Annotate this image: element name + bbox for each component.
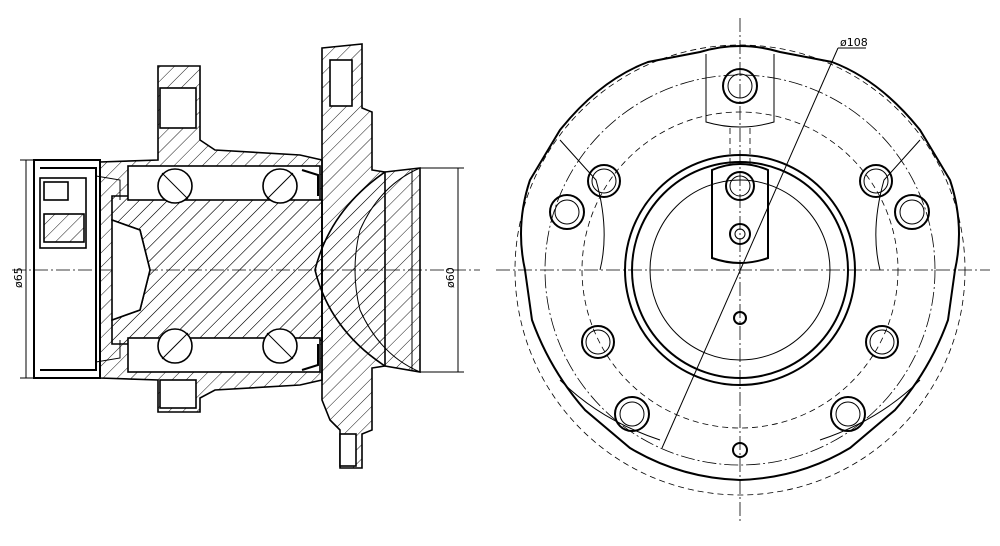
flange-stud-slot-top xyxy=(329,59,353,107)
hub-outer-ring xyxy=(624,154,856,386)
stud-hole-lower-right xyxy=(865,325,899,359)
bolt-pattern-circle xyxy=(544,74,936,466)
bolt-hole-lower-right xyxy=(830,396,866,432)
mount-ear-outline xyxy=(705,54,775,128)
dimension-d65-label: ø65 xyxy=(12,267,25,288)
hub-ring-2 xyxy=(631,161,849,379)
flange-stud-slot-bottom xyxy=(339,433,357,467)
inner-cavity xyxy=(111,218,151,322)
section-view: ø65 ø60 xyxy=(12,43,480,469)
small-hole-bottom xyxy=(732,442,748,458)
bolt-hole-top xyxy=(722,68,758,104)
hub-ring-3 xyxy=(649,179,831,361)
encoder-cap xyxy=(33,159,101,379)
mount-ear-outline-lower xyxy=(559,139,921,271)
mount-ear-top xyxy=(159,87,197,129)
tab-screw xyxy=(729,223,751,245)
knuckle-bolt-holes xyxy=(549,68,930,432)
bolt-hole-left xyxy=(549,194,585,230)
stud-hole-lower-left xyxy=(581,325,615,359)
mount-ear-bottom xyxy=(159,379,197,409)
small-hole-center-lower xyxy=(733,311,747,325)
wheel-stud-holes xyxy=(581,164,899,359)
flange-lobe-lines xyxy=(559,379,921,441)
dimension-d65: ø65 xyxy=(12,159,34,379)
flange-outline xyxy=(520,45,960,482)
sensor-tab xyxy=(711,163,769,264)
cap-inner-profile xyxy=(95,175,121,363)
dimension-d60: ø60 xyxy=(420,167,464,373)
bolt-hole-right xyxy=(894,194,930,230)
stud-hole-upper-left xyxy=(587,164,621,198)
encoder-top xyxy=(43,181,69,201)
dimension-d60-label: ø60 xyxy=(444,267,457,288)
bolt-hole-lower-left xyxy=(614,396,650,432)
hub-bore xyxy=(354,167,421,373)
sensor-hole-inner xyxy=(729,175,751,197)
seal-right-upper xyxy=(301,169,319,196)
stud-hole-upper-right xyxy=(859,164,893,198)
encoder-core xyxy=(43,213,85,243)
tab-screw-inner xyxy=(734,228,746,240)
dimension-d108: ø108 xyxy=(661,36,868,449)
bearing-balls xyxy=(157,168,298,364)
seal-right-lower xyxy=(301,344,319,371)
outer-dashed-circle xyxy=(514,44,966,496)
encoder-cap-inner xyxy=(40,167,97,371)
dimension-d108-label: ø108 xyxy=(840,36,868,49)
sensor-hole xyxy=(725,171,755,201)
inner-dashed-circle xyxy=(581,111,899,429)
front-view: ø108 xyxy=(496,18,990,524)
